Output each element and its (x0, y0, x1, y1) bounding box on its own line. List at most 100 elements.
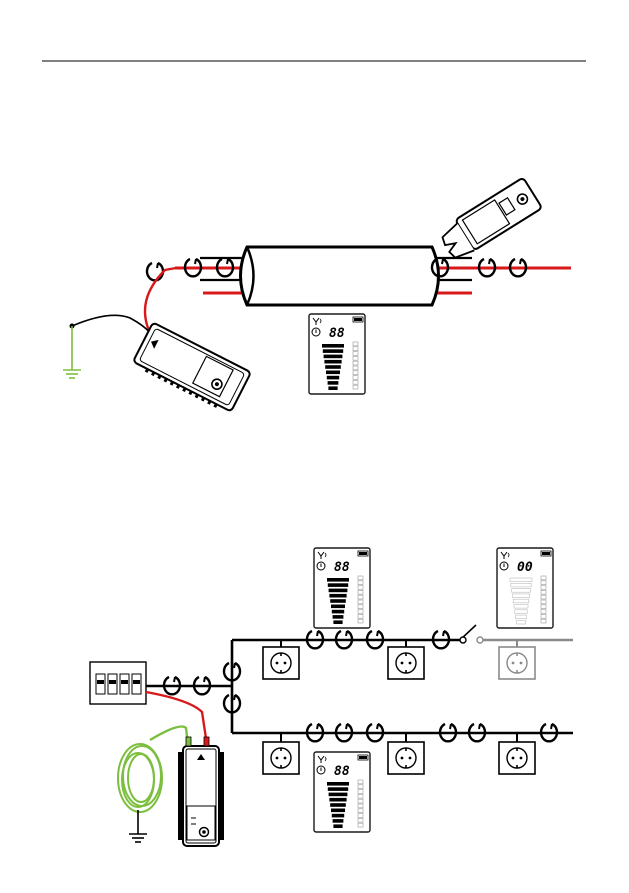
receiver-clamp-device (437, 177, 543, 262)
lcd-side-segment (358, 610, 363, 614)
lcd-side-segment (358, 586, 363, 590)
transmitter-device-fig2 (178, 737, 224, 846)
lcd-digits: 00 (517, 560, 533, 575)
lcd-side-segment (358, 605, 363, 609)
lcd-bar-segment (330, 803, 346, 807)
lcd-bar-segment (513, 599, 529, 603)
lcd-bar-segment (511, 583, 531, 587)
lcd-bar-segment (512, 594, 529, 598)
lcd-side-segment (353, 347, 358, 351)
lcd-side-segment (358, 814, 363, 818)
lcd-bar-segment (331, 605, 345, 609)
lcd-side-segment (358, 614, 363, 618)
lcd-side-segment (541, 605, 546, 609)
lcd-side-segment (358, 804, 363, 808)
lcd-bar-segment (512, 589, 531, 593)
ground-icon (129, 826, 147, 842)
lcd-bar-segment (332, 814, 344, 818)
green-lead-fig2 (150, 727, 188, 746)
lcd-bar-segment (333, 620, 342, 624)
cable-sheath (241, 247, 439, 305)
lcd-bar-segment (324, 355, 343, 359)
socket-icon (388, 647, 424, 679)
lcd-side-segment (358, 790, 363, 794)
lcd-side-segment (353, 376, 358, 380)
lcd-display-fig1: 88 (309, 314, 365, 394)
lcd-side-segment (353, 361, 358, 365)
lcd-display-fig2-left: 88 (314, 548, 370, 628)
lcd-side-segment (358, 799, 363, 803)
lcd-display-fig2-bottom: 88 (314, 752, 370, 832)
lcd-side-segment (358, 600, 363, 604)
lcd-side-segment (358, 581, 363, 585)
lcd-side-segment (353, 380, 358, 384)
lcd-bar-segment (330, 599, 346, 603)
socket-icon (263, 742, 299, 774)
lcd-bar-segment (333, 824, 342, 828)
green-coil (118, 744, 162, 812)
socket-icon (499, 647, 535, 679)
fuse-box (90, 662, 146, 704)
lcd-digits: 88 (334, 560, 350, 575)
lcd-bar-segment (329, 589, 348, 593)
lcd-side-segment (358, 595, 363, 599)
lcd-bar-segment (510, 578, 532, 582)
lcd-side-segment (353, 352, 358, 356)
lcd-side-segment (353, 385, 358, 389)
lcd-bar-segment (332, 610, 344, 614)
lcd-side-segment (541, 586, 546, 590)
lcd-bar-segment (326, 371, 340, 375)
lcd-bar-segment (327, 782, 349, 786)
lcd-side-segment (541, 595, 546, 599)
lcd-side-segment (541, 590, 546, 594)
clamp-mark (147, 263, 163, 280)
lcd-side-segment (353, 356, 358, 360)
lcd-side-segment (358, 590, 363, 594)
figure-1: 88 (63, 177, 571, 413)
lcd-bar-segment (333, 615, 344, 619)
lcd-bar-segment (328, 381, 339, 385)
lcd-bar-segment (328, 787, 348, 791)
lcd-side-segment (358, 619, 363, 623)
lcd-side-segment (541, 576, 546, 580)
lcd-side-segment (353, 342, 358, 346)
transmitter-device (132, 322, 251, 413)
earth-lead (72, 315, 152, 335)
lcd-side-segment (353, 366, 358, 370)
lcd-side-segment (541, 614, 546, 618)
lcd-side-segment (358, 823, 363, 827)
lcd-bar-segment (516, 620, 525, 624)
lcd-display-fig2-right: 00 (497, 548, 553, 628)
lcd-bar-segment (324, 360, 341, 364)
lcd-bar-segment (328, 583, 348, 587)
lcd-bar-segment (327, 578, 349, 582)
lcd-side-segment (541, 610, 546, 614)
lcd-bar-segment (515, 610, 527, 614)
lcd-side-segment (541, 600, 546, 604)
lcd-bar-segment (329, 594, 346, 598)
lcd-digits: 88 (329, 326, 345, 341)
lcd-bar-segment (329, 798, 346, 802)
lcd-side-segment (358, 576, 363, 580)
figure-2: 88 00 88 (90, 548, 573, 846)
ground-icon (63, 362, 81, 378)
lcd-bar-segment (516, 615, 527, 619)
lcd-bar-segment (331, 809, 345, 813)
lcd-side-segment (541, 581, 546, 585)
lcd-bar-segment (333, 819, 344, 823)
lcd-side-segment (353, 371, 358, 375)
lcd-bar-segment (323, 349, 343, 353)
lcd-bar-segment (322, 344, 344, 348)
lcd-bar-segment (327, 376, 339, 380)
lcd-side-segment (358, 780, 363, 784)
lcd-bar-segment (325, 365, 341, 369)
lcd-digits: 88 (334, 764, 350, 779)
lcd-bar-segment (328, 386, 337, 390)
socket-icon (263, 647, 299, 679)
lcd-side-segment (358, 794, 363, 798)
socket-icon (388, 742, 424, 774)
lcd-side-segment (541, 619, 546, 623)
socket-icon (499, 742, 535, 774)
lcd-side-segment (358, 818, 363, 822)
